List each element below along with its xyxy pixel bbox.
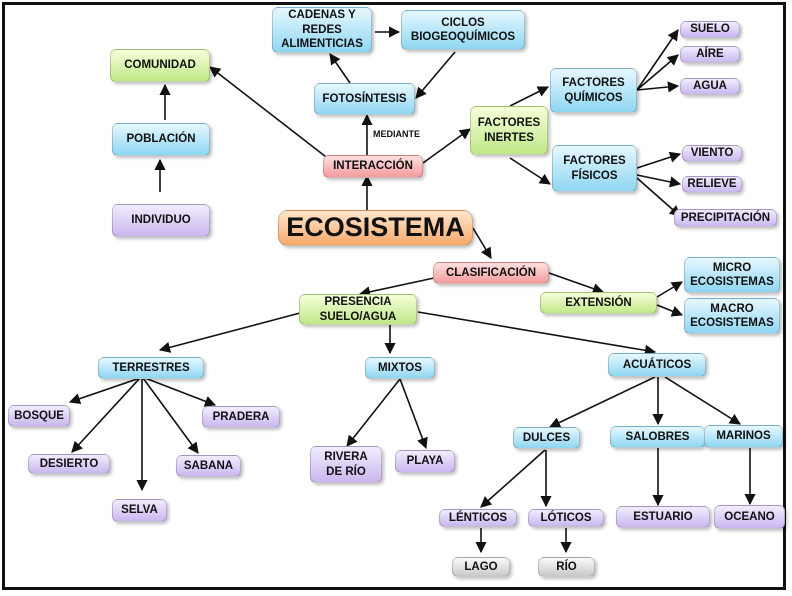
node-fotosintesis: FOTOSÍNTESIS bbox=[314, 83, 415, 115]
node-agua: AGUA bbox=[680, 78, 740, 95]
node-lago: LAGO bbox=[452, 557, 510, 577]
arrow-fisicos-relieve bbox=[636, 174, 682, 188]
arrow-fotosintesis-cadenas bbox=[329, 53, 351, 84]
arrow-quimicos-aire bbox=[636, 54, 679, 91]
arrow-interaccion-comunidad bbox=[209, 66, 331, 161]
node-pradera: PRADERA bbox=[202, 406, 280, 428]
arrow-quimicos-suelo bbox=[636, 29, 679, 91]
arrow-ciclos-fotosintesis bbox=[415, 51, 456, 99]
diagram-frame bbox=[2, 2, 786, 590]
arrow-ecosistema-clasificacion bbox=[472, 227, 492, 259]
node-oceano: OCEANO bbox=[714, 505, 785, 529]
node-factores-quimicos: FACTORES QUÍMICOS bbox=[550, 68, 637, 113]
arrow-interaccion-factores-inertes bbox=[422, 128, 471, 164]
node-clasificacion: CLASIFICACIÓN bbox=[433, 262, 549, 284]
node-lenticos: LÉNTICOS bbox=[439, 509, 517, 527]
node-relieve: RELIEVE bbox=[682, 176, 742, 193]
node-acuaticos: ACUÁTICOS bbox=[608, 353, 706, 377]
node-salobres: SALOBRES bbox=[610, 426, 705, 448]
node-rivera: RIVERA DE RÍO bbox=[310, 446, 382, 483]
arrow-terrestres-desierto bbox=[71, 377, 141, 453]
node-viento: VIENTO bbox=[682, 145, 742, 162]
node-presencia: PRESENCIA SUELO/AGUA bbox=[299, 294, 417, 325]
arrow-inertes-fisicos bbox=[509, 157, 551, 185]
arrow-extension-macro bbox=[656, 304, 684, 317]
edge-label-mediante: MEDIANTE bbox=[373, 129, 420, 139]
arrow-mixtos-playa bbox=[399, 378, 428, 450]
arrow-dulces-lenticos bbox=[480, 449, 546, 508]
node-selva: SELVA bbox=[112, 499, 167, 522]
node-marinos: MARINOS bbox=[704, 425, 783, 448]
node-comunidad: COMUNIDAD bbox=[110, 49, 210, 82]
arrow-presencia-terrestres bbox=[158, 312, 301, 353]
node-macro: MACRO ECOSISTEMAS bbox=[684, 298, 780, 334]
arrow-extension-micro bbox=[656, 281, 683, 298]
arrow-terrestres-sabana bbox=[142, 377, 199, 454]
arrow-presencia-acuaticos bbox=[417, 311, 657, 356]
node-loticos: LÓTICOS bbox=[528, 509, 604, 527]
node-desierto: DESIERTO bbox=[28, 454, 110, 474]
node-rio: RÍO bbox=[538, 557, 595, 577]
node-ecosistema: ECOSISTEMA bbox=[278, 210, 473, 246]
node-aire: AÍRE bbox=[680, 46, 740, 63]
node-poblacion: POBLACIÓN bbox=[112, 123, 210, 156]
node-individuo: INDIVIDUO bbox=[112, 204, 210, 237]
node-extension: EXTENSIÓN bbox=[540, 292, 657, 314]
node-mixtos: MIXTOS bbox=[365, 357, 435, 379]
node-terrestres: TERRESTRES bbox=[98, 357, 204, 379]
node-factores-fisicos: FACTORES FÍSICOS bbox=[552, 145, 637, 192]
node-cadenas: CADENAS Y REDES ALIMENTICIAS bbox=[272, 7, 372, 53]
arrow-mixtos-rivera bbox=[346, 378, 401, 447]
arrow-fisicos-precipitacion bbox=[636, 177, 681, 217]
node-ciclos: CICLOS BIOGEOQUÍMICOS bbox=[401, 10, 525, 50]
node-sabana: SABANA bbox=[176, 455, 241, 477]
node-factores-inertes: FACTORES INERTES bbox=[470, 106, 548, 155]
node-estuario: ESTUARIO bbox=[616, 506, 710, 528]
node-precipitacion: PRECIPITACIÓN bbox=[674, 209, 777, 227]
arrow-fisicos-viento bbox=[636, 151, 682, 169]
node-dulces: DULCES bbox=[513, 427, 580, 449]
node-suelo: SUELO bbox=[680, 21, 740, 38]
node-interaccion: INTERACCIÓN bbox=[323, 155, 423, 178]
arrow-clasificacion-presencia bbox=[358, 277, 435, 298]
arrow-clasificacion-extension bbox=[548, 272, 605, 294]
arrow-acuaticos-dulces bbox=[548, 376, 656, 428]
arrow-quimicos-agua bbox=[636, 81, 680, 93]
node-bosque: BOSQUE bbox=[8, 405, 70, 427]
arrow-terrestres-pradera bbox=[144, 377, 217, 407]
arrow-inertes-quimicos bbox=[509, 86, 550, 107]
arrow-acuaticos-marinos bbox=[664, 376, 741, 425]
node-playa: PLAYA bbox=[395, 450, 455, 473]
arrow-terrestres-bosque bbox=[68, 377, 141, 405]
node-micro: MICRO ECOSISTEMAS bbox=[684, 257, 780, 293]
